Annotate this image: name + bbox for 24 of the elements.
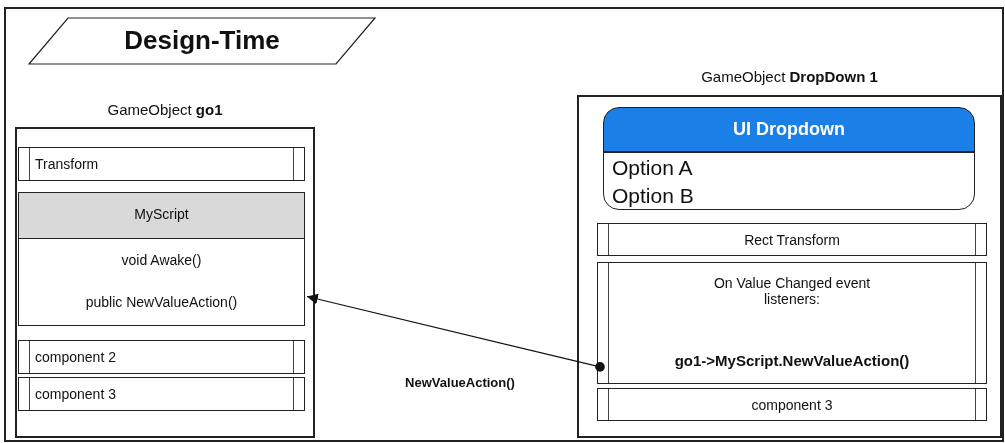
listener-text: go1->MyScript.NewValueAction() [674, 352, 910, 369]
gameobject-heading: GameObject go1 [107, 101, 223, 118]
component-row [597, 223, 987, 256]
dropdown-widget [603, 107, 975, 210]
title-text: Design-Time [124, 25, 280, 56]
gameobject-heading: GameObject DropDown 1 [701, 68, 878, 85]
dropdown-option: Option A [612, 156, 693, 180]
component-row [18, 377, 305, 411]
method-text: public NewValueAction() [85, 294, 238, 310]
component-name: Rect Transform [744, 232, 840, 248]
component-row [18, 147, 305, 181]
component-name: Transform [35, 156, 99, 172]
component-row [18, 340, 305, 374]
dropdown-header: UI Dropdown [733, 119, 845, 140]
component-row [597, 388, 987, 421]
event-heading: On Value Changed event listeners: [712, 275, 872, 307]
event-component [597, 262, 987, 384]
component-name: component 2 [35, 349, 116, 365]
dropdown-option: Option B [612, 184, 694, 208]
component-name: component 3 [35, 386, 116, 402]
script-component [18, 192, 305, 326]
script-name: MyScript [134, 206, 189, 222]
method-text: void Awake() [121, 252, 202, 268]
component-name: component 3 [751, 397, 833, 413]
